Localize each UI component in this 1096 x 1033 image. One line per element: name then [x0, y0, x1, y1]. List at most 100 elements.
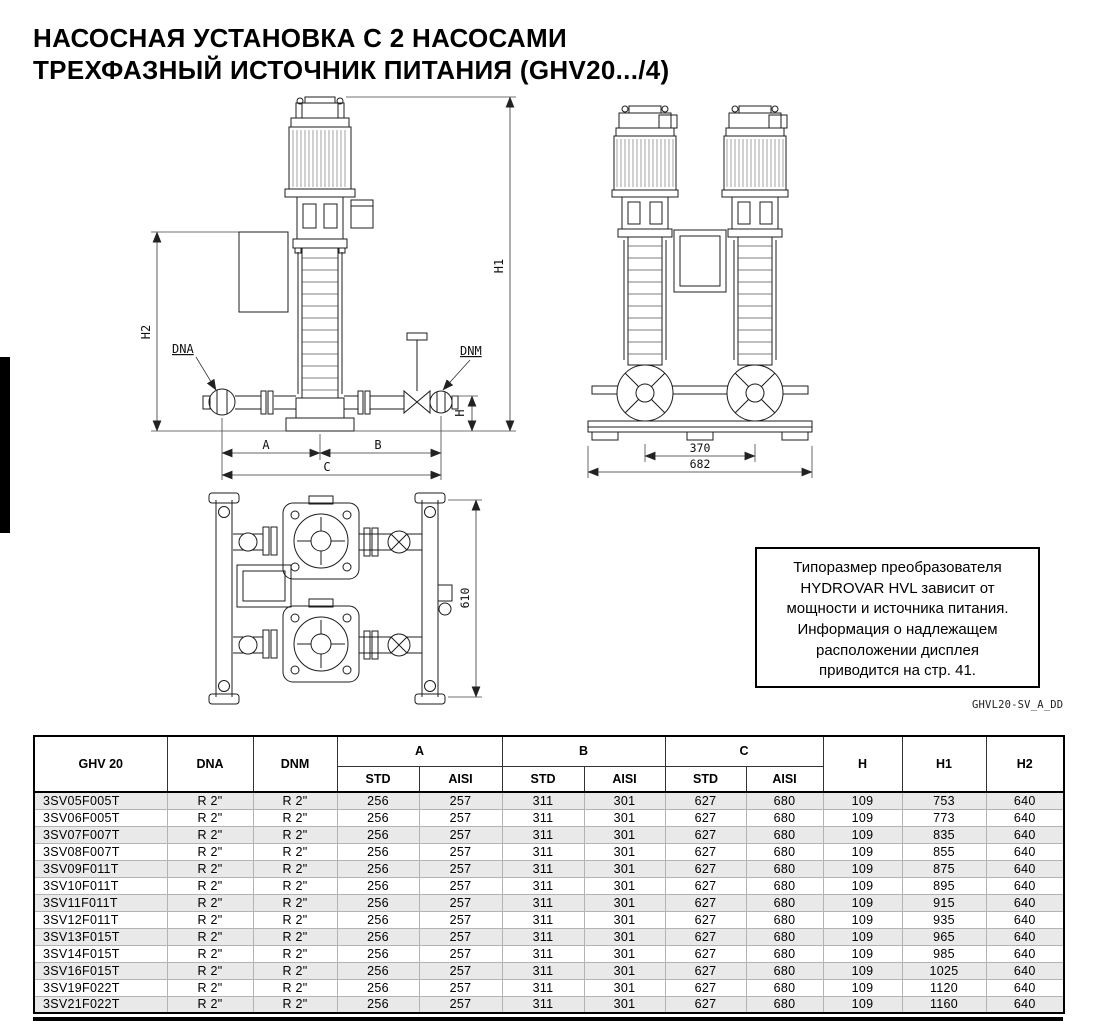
- cell-dna: R 2": [166, 825, 254, 844]
- note-line: HYDROVAR HVL зависит от: [800, 579, 995, 597]
- cell-a-std: 256: [336, 808, 420, 827]
- cell-dna: R 2": [166, 859, 254, 878]
- cell-a-std: 256: [336, 876, 420, 895]
- cell-b-aisi: 301: [583, 842, 666, 861]
- cell-b-std: 311: [501, 944, 585, 963]
- top-view-drawing: [208, 492, 453, 705]
- cell-c-aisi: 680: [745, 842, 824, 861]
- cell-h: 109: [822, 995, 903, 1014]
- cell-dnm: R 2": [252, 825, 338, 844]
- cell-model: 3SV09F011T: [33, 859, 168, 878]
- cell-a-aisi: 257: [418, 978, 503, 997]
- cell-dnm: R 2": [252, 978, 338, 997]
- dim-label-a: A: [262, 438, 270, 452]
- cell-h: 109: [822, 808, 903, 827]
- dim-label-h2: H2: [139, 325, 153, 339]
- cell-c-std: 627: [664, 910, 747, 929]
- cell-h1: 1025: [901, 961, 987, 980]
- cell-h1: 1120: [901, 978, 987, 997]
- note-line: приводится на стр. 41.: [819, 662, 976, 680]
- cell-model: 3SV05F005T: [33, 791, 168, 810]
- cell-a-aisi: 257: [418, 893, 503, 912]
- cell-h2: 640: [985, 876, 1065, 895]
- cell-a-aisi: 257: [418, 808, 503, 827]
- cell-h: 109: [822, 876, 903, 895]
- cell-b-std: 311: [501, 808, 585, 827]
- dimensions-table-wrap: GHV 20 DNA DNM A B C H H1 H2 STD AISI ST…: [33, 735, 1065, 1021]
- col-header-dnm: DNM: [252, 735, 338, 793]
- cell-a-aisi: 257: [418, 944, 503, 963]
- cell-dnm: R 2": [252, 876, 338, 895]
- cell-b-std: 311: [501, 893, 585, 912]
- col-header-model: GHV 20: [33, 735, 168, 793]
- section-tab-marker: [0, 357, 10, 533]
- dim-label-h1: H1: [492, 259, 506, 273]
- cell-a-std: 256: [336, 995, 420, 1014]
- cell-h2: 640: [985, 859, 1065, 878]
- cell-dna: R 2": [166, 927, 254, 946]
- col-header-h2: H2: [985, 735, 1065, 793]
- cell-c-std: 627: [664, 842, 747, 861]
- drawing-caption: GHVL20-SV_A_DD: [972, 699, 1064, 711]
- cell-b-aisi: 301: [583, 961, 666, 980]
- col-header-a: A: [336, 735, 503, 767]
- dim-label-c: C: [323, 460, 330, 474]
- page-title-line2: ТРЕХФАЗНЫЙ ИСТОЧНИК ПИТАНИЯ (GHV20.../4): [33, 55, 670, 86]
- cell-h1: 935: [901, 910, 987, 929]
- note-line: мощности и источника питания.: [786, 600, 1009, 618]
- cell-h1: 753: [901, 791, 987, 810]
- cell-b-std: 311: [501, 910, 585, 929]
- cell-h2: 640: [985, 910, 1065, 929]
- cell-h: 109: [822, 944, 903, 963]
- cell-dna: R 2": [166, 910, 254, 929]
- cell-a-aisi: 257: [418, 842, 503, 861]
- col-header-h1: H1: [901, 735, 987, 793]
- note-line: Типоразмер преобразователя: [793, 559, 1002, 576]
- side-view-two-pumps-drawing: [587, 105, 813, 441]
- table-row: 3SV19F022T R 2" R 2" 256 257 311 301 627…: [33, 978, 1065, 997]
- cell-a-std: 256: [336, 791, 420, 810]
- cell-dna: R 2": [166, 978, 254, 997]
- cell-a-aisi: 257: [418, 825, 503, 844]
- cell-dnm: R 2": [252, 995, 338, 1014]
- cell-dnm: R 2": [252, 961, 338, 980]
- page-title-line1: НАСОСНАЯ УСТАНОВКА С 2 НАСОСАМИ: [33, 23, 567, 53]
- cell-h: 109: [822, 859, 903, 878]
- page-title: НАСОСНАЯ УСТАНОВКА С 2 НАСОСАМИ ТРЕХФАЗН…: [33, 22, 669, 86]
- cell-b-aisi: 301: [583, 893, 666, 912]
- cell-b-aisi: 301: [583, 791, 666, 810]
- table-body: 3SV05F005T R 2" R 2" 256 257 311 301 627…: [33, 791, 1065, 1014]
- cell-c-std: 627: [664, 808, 747, 827]
- cell-h1: 915: [901, 893, 987, 912]
- cell-dna: R 2": [166, 876, 254, 895]
- cell-b-aisi: 301: [583, 859, 666, 878]
- cell-c-aisi: 680: [745, 978, 824, 997]
- hydrovar-note-box: Типоразмер преобразователя HYDROVAR HVL …: [755, 547, 1040, 688]
- cell-dna: R 2": [166, 944, 254, 963]
- col-header-dna: DNA: [166, 735, 254, 793]
- cell-c-std: 627: [664, 876, 747, 895]
- cell-a-std: 256: [336, 927, 420, 946]
- cell-b-std: 311: [501, 842, 585, 861]
- side-view-dimensions: 370 682: [587, 441, 813, 478]
- cell-h: 109: [822, 893, 903, 912]
- cell-b-std: 311: [501, 859, 585, 878]
- cell-model: 3SV07F007T: [33, 825, 168, 844]
- cell-h1: 875: [901, 859, 987, 878]
- cell-model: 3SV21F022T: [33, 995, 168, 1014]
- table-row: 3SV13F015T R 2" R 2" 256 257 311 301 627…: [33, 927, 1065, 946]
- col-subheader-b-std: STD: [501, 765, 585, 793]
- table-row: 3SV07F007T R 2" R 2" 256 257 311 301 627…: [33, 825, 1065, 844]
- cell-c-aisi: 680: [745, 961, 824, 980]
- cell-b-aisi: 301: [583, 978, 666, 997]
- table-row: 3SV05F005T R 2" R 2" 256 257 311 301 627…: [33, 791, 1065, 810]
- dimensions-table: GHV 20 DNA DNM A B C H H1 H2 STD AISI ST…: [33, 735, 1065, 1014]
- cell-c-aisi: 680: [745, 808, 824, 827]
- cell-c-std: 627: [664, 893, 747, 912]
- cell-h2: 640: [985, 961, 1065, 980]
- cell-h2: 640: [985, 808, 1065, 827]
- table-row: 3SV09F011T R 2" R 2" 256 257 311 301 627…: [33, 859, 1065, 878]
- table-row: 3SV21F022T R 2" R 2" 256 257 311 301 627…: [33, 995, 1065, 1014]
- col-subheader-c-aisi: AISI: [745, 765, 824, 793]
- cell-dnm: R 2": [252, 944, 338, 963]
